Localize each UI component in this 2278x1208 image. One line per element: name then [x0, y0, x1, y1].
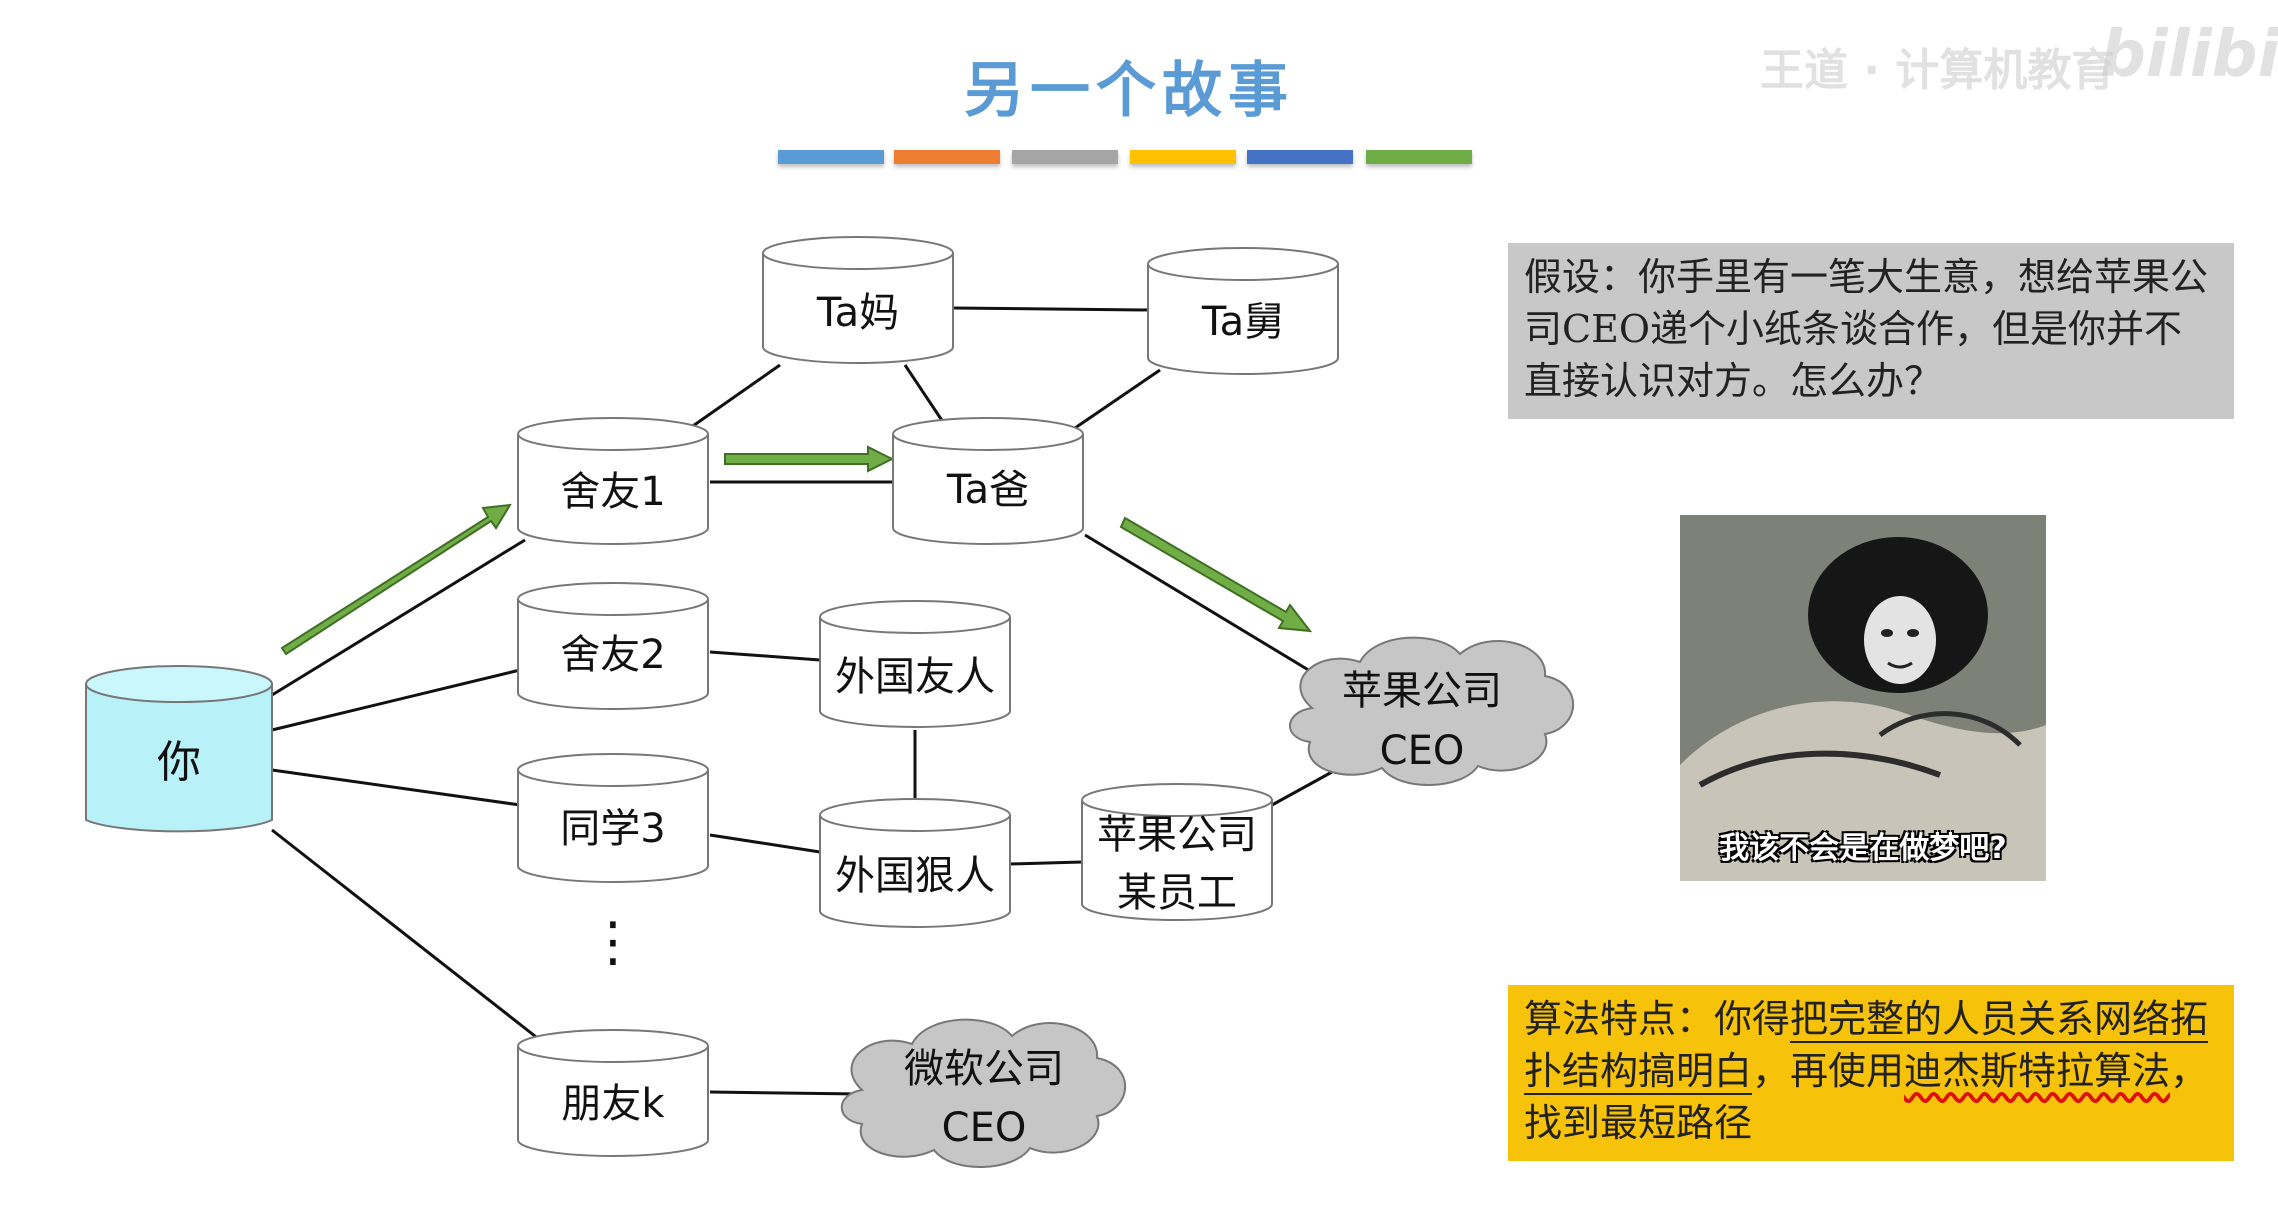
algorithm-underlined: 把完整的人员关系网络拓扑结构搞明白 — [1524, 997, 2209, 1095]
node-apple-employee[interactable]: 苹果公司 某员工 — [1081, 783, 1273, 921]
edge-roommate1-tamom — [689, 363, 781, 430]
meme-illustration — [1680, 515, 2046, 881]
edge-foreigntough-appleemployee — [1009, 860, 1083, 866]
node-friendk-label: 朋友k — [561, 1081, 665, 1127]
node-microsoft-ceo[interactable]: 微软公司 CEO — [840, 1018, 1127, 1168]
node-tamom-label: Ta妈 — [816, 290, 899, 336]
path-arrow-1 — [280, 503, 512, 656]
node-roommate1-label: 舍友1 — [560, 469, 665, 515]
node-apple-employee-label-2: 某员工 — [1117, 870, 1237, 916]
edge-appleemployee-appleceo — [1271, 770, 1333, 807]
node-microsoft-ceo-label-2: CEO — [942, 1105, 1027, 1151]
edge-tadad-appleceo — [1084, 533, 1326, 682]
watermark-logo: bilibili — [2100, 18, 2278, 92]
edge-roommate2-foreignfriend — [709, 650, 821, 662]
edge-you-classmate3 — [271, 768, 521, 807]
node-apple-ceo[interactable]: 苹果公司 CEO — [1289, 636, 1575, 786]
node-foreign-tough[interactable]: 外国狠人 — [819, 798, 1011, 928]
node-foreign-friend[interactable]: 外国友人 — [819, 600, 1011, 728]
node-microsoft-ceo-label-1: 微软公司 — [904, 1046, 1064, 1092]
node-roommate2-label: 舍友2 — [560, 632, 665, 678]
accent-bar-3 — [1012, 150, 1118, 164]
accent-bar-2 — [894, 150, 1000, 164]
meme-caption: 我该不会是在做梦吧? — [1719, 831, 2007, 866]
node-roommate1[interactable]: 舍友1 — [517, 417, 709, 545]
node-foreign-friend-label: 外国友人 — [835, 654, 995, 700]
node-you-label: 你 — [157, 737, 201, 788]
algorithm-box: 算法特点：你得把完整的人员关系网络拓扑结构搞明白，再使用迪杰斯特拉算法，找到最短… — [1508, 985, 2234, 1161]
watermark-text: 王道 · 计算机教育 — [1760, 45, 2116, 96]
path-arrows — [280, 445, 1313, 656]
node-you[interactable]: 你 — [85, 665, 273, 833]
node-foreign-tough-label: 外国狠人 — [835, 853, 995, 899]
edge-friendk-msceo — [709, 1090, 861, 1096]
path-arrow-2 — [724, 445, 895, 473]
edges — [271, 306, 1333, 1096]
edge-tauncle-tadad — [1074, 368, 1161, 430]
node-classmate3-label: 同学3 — [560, 806, 665, 852]
edge-classmate3-foreigntough — [709, 833, 821, 854]
node-tadad-label: Ta爸 — [946, 467, 1029, 513]
node-apple-ceo-label-2: CEO — [1380, 728, 1465, 774]
algorithm-prefix: 算法特点：你得 — [1524, 997, 1791, 1041]
accent-bar-6 — [1366, 150, 1472, 164]
node-tauncle[interactable]: Ta舅 — [1147, 247, 1339, 375]
node-apple-employee-label-1: 苹果公司 — [1097, 812, 1257, 858]
edge-you-roommate2 — [271, 668, 521, 732]
accent-bar-5 — [1247, 150, 1353, 164]
path-arrow-3 — [1119, 516, 1313, 633]
algorithm-middle: ，再使用 — [1752, 1049, 1905, 1093]
hypothesis-box: 假设：你手里有一笔大生意，想给苹果公司CEO递个小纸条谈合作，但是你并不直接认识… — [1508, 243, 2234, 419]
hypothesis-text: 假设：你手里有一笔大生意，想给苹果公司CEO递个小纸条谈合作，但是你并不直接认识… — [1524, 255, 2209, 403]
node-roommate2[interactable]: 舍友2 — [517, 582, 709, 710]
node-friendk[interactable]: 朋友k — [517, 1029, 709, 1157]
algorithm-highlight: 迪杰斯特拉算法 — [1904, 1049, 2171, 1093]
edge-you-friendk — [271, 828, 541, 1042]
meme-image: 我该不会是在做梦吧? — [1680, 515, 2046, 881]
node-classmate3[interactable]: 同学3 — [517, 753, 709, 883]
edge-tamom-tadad — [903, 364, 947, 426]
node-apple-ceo-label-1: 苹果公司 — [1342, 668, 1502, 714]
node-tauncle-label: Ta舅 — [1201, 299, 1284, 345]
algorithm-suffix: ，找到最短路径 — [1524, 1049, 2209, 1145]
edge-tamom-tauncle — [951, 306, 1151, 312]
node-tamom[interactable]: Ta妈 — [762, 236, 954, 364]
edge-you-roommate1 — [271, 538, 526, 697]
node-tadad[interactable]: Ta爸 — [892, 417, 1084, 545]
slide-title: 另一个故事 — [964, 56, 1294, 126]
accent-bar-1 — [778, 150, 884, 164]
accent-bar-4 — [1130, 150, 1236, 164]
ellipsis: ⋮ — [586, 910, 640, 973]
